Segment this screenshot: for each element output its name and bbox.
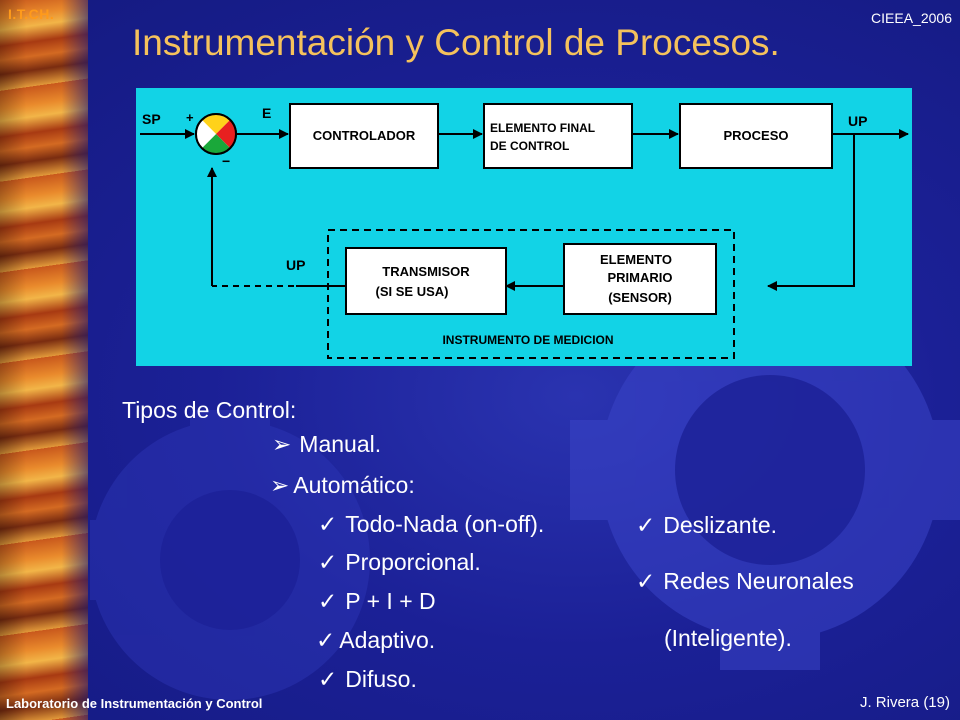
instrument-boundary bbox=[327, 229, 735, 359]
control-loop-diagram: SP + − E UP UP CONTROLADOR ELEMENTO FINA… bbox=[136, 88, 912, 366]
check-icon: ✓ bbox=[318, 588, 338, 614]
list-item-pid: ✓P + I + D bbox=[318, 588, 436, 614]
footer-author-page: J. Rivera (19) bbox=[859, 694, 950, 711]
transmitter-label-2: (SI SE USA) bbox=[376, 284, 449, 299]
controller-label: CONTROLADOR bbox=[313, 128, 416, 143]
intelligent-note: (Inteligente). bbox=[664, 625, 792, 651]
minus-sign: − bbox=[222, 153, 230, 169]
process-block bbox=[679, 103, 833, 169]
up-output-label: UP bbox=[848, 113, 867, 129]
arrow-bullet-icon: ➢ bbox=[270, 472, 290, 498]
list-item-on-off: ✓Todo-Nada (on-off). bbox=[318, 511, 545, 537]
arrow-bullet-icon: ➢ bbox=[272, 431, 292, 457]
up-feedback-label: UP bbox=[286, 257, 305, 273]
instrument-label: INSTRUMENTO DE MEDICION bbox=[442, 333, 613, 347]
brand-label: I.T.CH. bbox=[8, 6, 55, 22]
control-types-heading: Tipos de Control: bbox=[122, 397, 297, 423]
course-code: CIEEA_2006 bbox=[871, 10, 952, 26]
controller-block bbox=[289, 103, 439, 169]
sp-label: SP bbox=[142, 111, 161, 127]
list-item-neural: ✓Redes Neuronales bbox=[636, 568, 854, 594]
footer-lab-name: Laboratorio de Instrumentación y Control bbox=[6, 696, 263, 711]
check-icon: ✓ bbox=[318, 549, 338, 575]
list-item-manual: ➢Manual. bbox=[272, 431, 382, 457]
check-icon: ✓ bbox=[636, 568, 656, 594]
primary-element-label-3: (SENSOR) bbox=[608, 290, 672, 305]
check-icon: ✓ bbox=[318, 666, 338, 692]
final-element-label-1: ELEMENTO FINAL bbox=[490, 121, 595, 135]
plus-sign: + bbox=[186, 110, 194, 125]
final-element-block bbox=[483, 103, 633, 169]
e-label: E bbox=[262, 105, 271, 121]
primary-element-label-1: ELEMENTO bbox=[600, 252, 672, 267]
check-icon: ✓ bbox=[636, 512, 656, 538]
decorative-side-strip bbox=[0, 0, 88, 720]
list-item-proportional: ✓Proporcional. bbox=[318, 549, 481, 575]
page-title: Instrumentación y Control de Procesos. bbox=[132, 22, 780, 63]
primary-element-label-2: PRIMARIO bbox=[608, 270, 673, 285]
transmitter-block bbox=[345, 247, 507, 315]
primary-element-block bbox=[563, 243, 717, 315]
check-icon: ✓ bbox=[318, 511, 338, 537]
check-icon: ✓ bbox=[316, 627, 336, 653]
transmitter-label-1: TRANSMISOR bbox=[382, 264, 470, 279]
list-item-sliding: ✓Deslizante. bbox=[636, 512, 778, 538]
process-label: PROCESO bbox=[723, 128, 788, 143]
final-element-label-2: DE CONTROL bbox=[490, 139, 569, 153]
list-item-adaptive: ✓Adaptivo. bbox=[316, 627, 436, 653]
feedback-path-lines bbox=[207, 134, 855, 291]
comparator-icon bbox=[195, 113, 237, 155]
list-item-fuzzy: ✓Difuso. bbox=[318, 666, 417, 692]
list-item-automatic: ➢Automático: bbox=[270, 472, 415, 498]
